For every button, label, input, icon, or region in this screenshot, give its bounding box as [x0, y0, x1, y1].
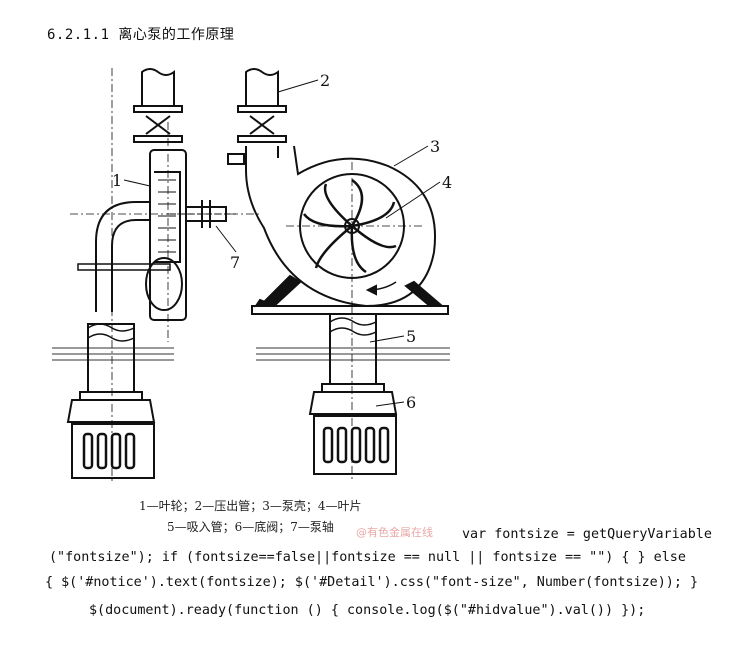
figure-caption-line-1: 1—叶轮；2—压出管；3—泵壳；4—叶片 [139, 499, 362, 513]
code-line-4: $(document).ready(function () { console.… [89, 603, 646, 618]
section-title: 6.2.1.1 离心泵的工作原理 [47, 27, 235, 43]
code-line-3: { $('#notice').text(fontsize); $('#Detai… [45, 575, 699, 590]
label-7: 7 [230, 253, 240, 272]
centrifugal-pump-diagram: 1 2 3 4 5 6 7 [50, 62, 454, 490]
code-line-1: var fontsize = getQueryVariable [462, 527, 712, 542]
watermark: @有色金属在线 [356, 526, 433, 539]
label-4: 4 [442, 173, 452, 192]
label-5: 5 [406, 327, 416, 346]
label-2: 2 [320, 71, 330, 90]
code-line-2: ("fontsize"); if (fontsize==false||fonts… [49, 550, 686, 565]
label-3: 3 [430, 137, 440, 156]
label-6: 6 [406, 393, 416, 412]
label-1: 1 [112, 171, 122, 190]
figure-caption-line-2: 5—吸入管；6—底阀；7—泵轴 [167, 520, 334, 534]
